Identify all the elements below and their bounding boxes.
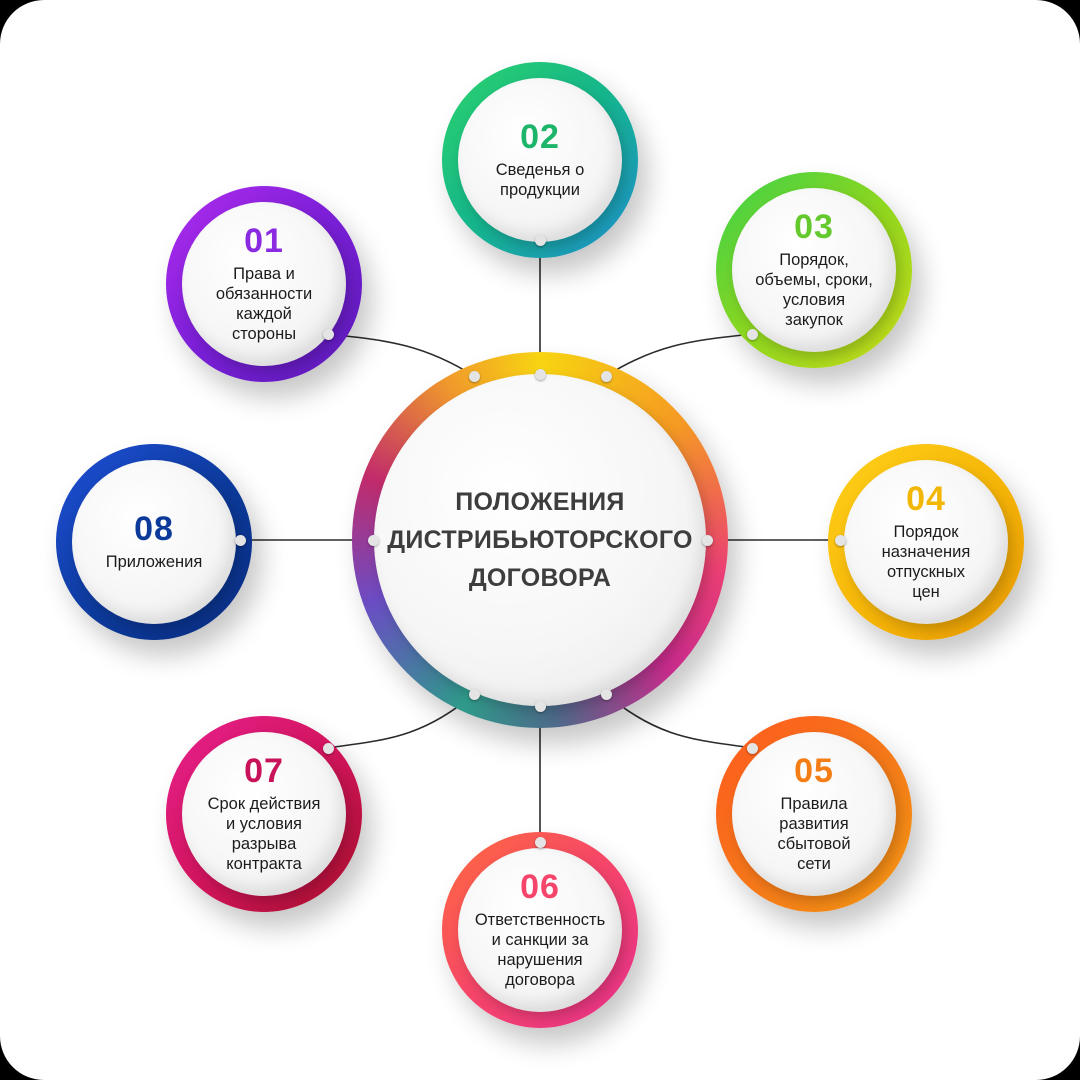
center-title: ПОЛОЖЕНИЯ ДИСТРИБЬЮТОРСКОГО ДОГОВОРА [387, 488, 693, 592]
connector-dot [534, 836, 546, 848]
connector-01 [327, 333, 475, 377]
item-03-number: 03 [794, 208, 834, 246]
connector-dot [701, 534, 713, 546]
connector-dot [322, 742, 334, 754]
connector-dot [834, 534, 846, 546]
center-node: ПОЛОЖЕНИЯ ДИСТРИБЬЮТОРСКОГО ДОГОВОРА [352, 352, 728, 728]
item-05-label: Правила развития сбытовой сети [777, 795, 851, 873]
item-06: 06 Ответственность и санкции за нарушени… [442, 832, 638, 1028]
item-02-number: 02 [520, 118, 560, 156]
connector-dot [468, 688, 480, 700]
item-05: 05 Правила развития сбытовой сети [716, 716, 912, 912]
connector-dot [534, 700, 546, 712]
connector-03 [605, 333, 753, 377]
item-06-label: Ответственность и санкции за нарушения д… [474, 911, 606, 989]
connector-dot [234, 534, 246, 546]
connector-dot [600, 688, 612, 700]
item-02: 02 Сведенья о продукции [442, 62, 638, 258]
item-04: 04 Порядок назначения отпускных цен [828, 444, 1024, 640]
item-02-label: Сведенья о продукции [495, 161, 585, 199]
connector-dot [746, 742, 758, 754]
item-03-label: Порядок, объемы, сроки, условия закупок [755, 251, 873, 329]
item-07-number: 07 [244, 752, 284, 790]
item-03: 03 Порядок, объемы, сроки, условия закуп… [716, 172, 912, 368]
item-01: 01 Права и обязанности каждой стороны [166, 186, 362, 382]
item-08-label: Приложения [105, 553, 203, 571]
connector-dot [534, 368, 546, 380]
item-05-number: 05 [794, 752, 834, 790]
item-06-number: 06 [520, 868, 560, 906]
item-01-number: 01 [244, 222, 284, 260]
connector-dot [600, 370, 612, 382]
item-04-number: 04 [906, 480, 946, 518]
connector-dot [746, 328, 758, 340]
item-08-number: 08 [134, 510, 174, 548]
item-04-label: Порядок назначения отпускных цен [881, 523, 971, 601]
connector-dot [367, 534, 379, 546]
connector-dot [322, 328, 334, 340]
item-08: 08 Приложения [56, 444, 252, 640]
item-07-label: Срок действия и условия разрыва контракт… [207, 795, 321, 873]
connector-dot [468, 370, 480, 382]
connector-dot [534, 234, 546, 246]
item-01-label: Права и обязанности каждой стороны [215, 265, 313, 343]
